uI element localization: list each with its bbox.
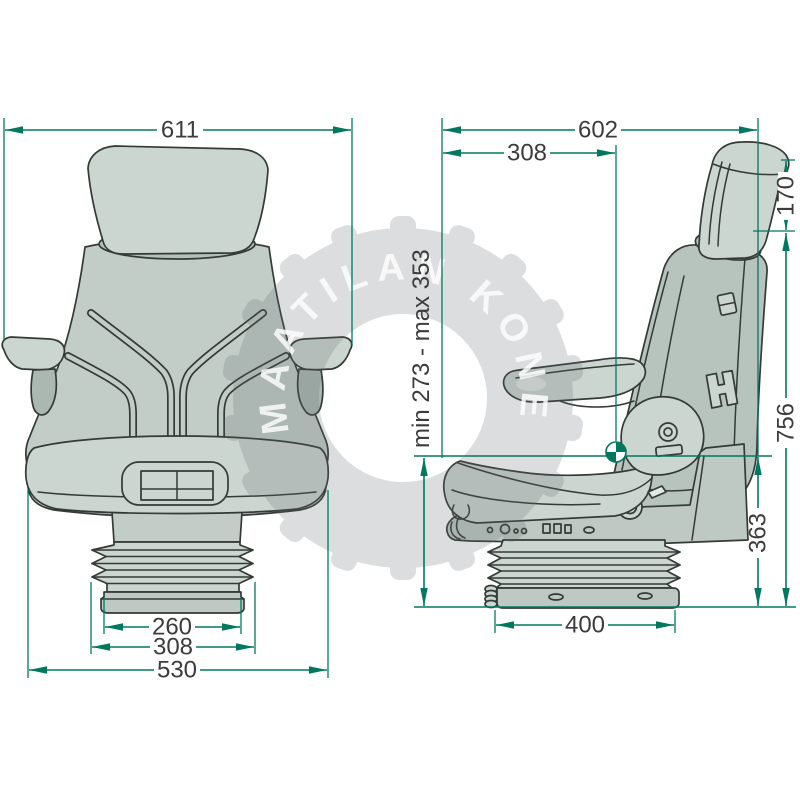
side-base-details: [484, 584, 653, 609]
side-h-bracket: [705, 369, 739, 409]
dim-label-400: 400: [565, 612, 605, 639]
dim-side-seat-height-range: min 273 - max 353: [408, 249, 435, 606]
dim-front-bellows-width: 308: [92, 634, 254, 661]
dim-side-base-length: 400: [496, 612, 674, 639]
front-backrest-grooves: [64, 309, 290, 450]
side-bellows-folds: [487, 551, 681, 585]
datum-target-icon: [605, 441, 627, 463]
dim-label-170: 170: [773, 176, 800, 216]
front-view-seat: [1, 145, 353, 614]
side-armrest: [502, 357, 647, 408]
dim-front-frame-width: 530: [29, 657, 327, 684]
dim-side-seat-depth: 308: [443, 140, 615, 167]
dim-label-602: 602: [578, 117, 618, 144]
extension-lines: [3, 118, 795, 678]
dim-label-308-front: 308: [153, 634, 193, 661]
side-back-bracket: [716, 292, 738, 316]
dim-label-756: 756: [773, 403, 800, 443]
side-lever: [647, 485, 667, 499]
front-right-armrest: [288, 336, 353, 416]
gear-icon: [222, 216, 584, 580]
dim-label-308-side: 308: [507, 140, 547, 167]
dim-label-611: 611: [161, 117, 199, 144]
dim-side-overall-height: 756: [773, 233, 800, 606]
dim-label-seat-height-range: min 273 - max 353: [408, 249, 435, 448]
watermark: MAATILAN KONE: [222, 216, 584, 580]
front-control-box: [121, 461, 229, 506]
dim-label-363: 363: [745, 513, 772, 553]
dim-label-530: 530: [157, 657, 197, 684]
side-seat-cushion: [442, 460, 655, 524]
dim-front-overall-width: 611: [5, 117, 351, 144]
side-bellows: [487, 539, 681, 589]
front-bellows-folds: [91, 549, 254, 585]
dim-side-overall-depth: 602: [443, 117, 757, 144]
front-base-plate: [100, 591, 245, 614]
side-headrest-seams: [708, 161, 783, 247]
front-left-armrest: [1, 336, 66, 416]
dimensions: 611 260 308 530 602: [3, 117, 800, 684]
side-view-seat: [442, 141, 790, 609]
side-armrest-highlight: [516, 377, 546, 391]
front-headrest: [87, 145, 269, 255]
dim-side-base-height: 363: [745, 457, 772, 606]
front-pedestal: [111, 511, 243, 543]
dim-side-headrest-height: 170: [773, 161, 800, 230]
